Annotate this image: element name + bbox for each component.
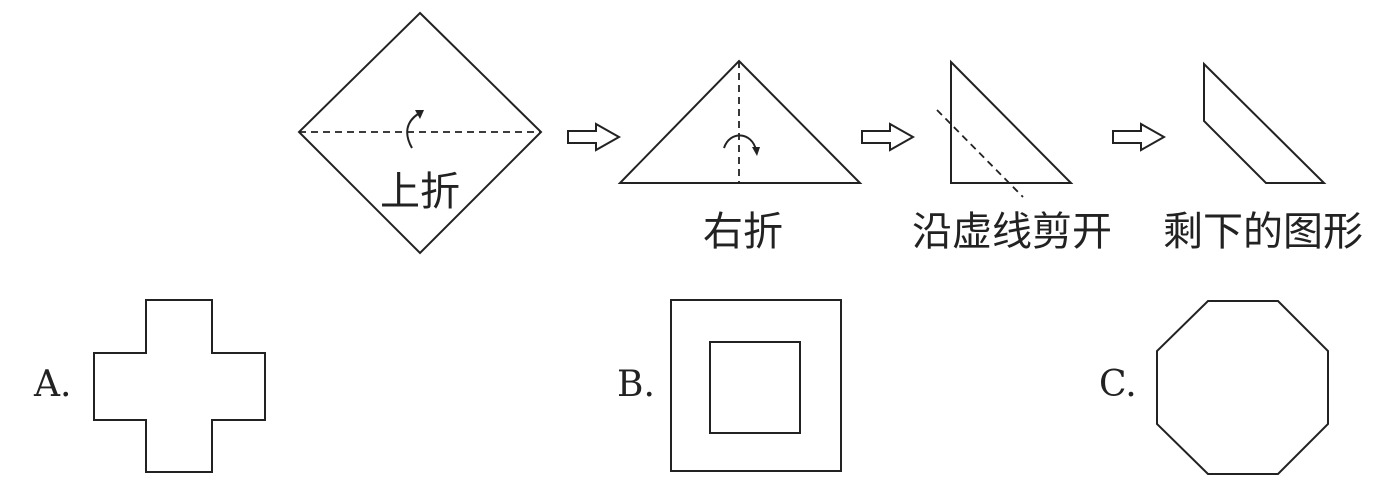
step-1-square-paper: 上折 bbox=[297, 11, 543, 255]
option-c: C. bbox=[1099, 300, 1329, 475]
option-a: A. bbox=[33, 299, 266, 473]
octagon-shape bbox=[1156, 300, 1329, 475]
square-paper-outline bbox=[297, 11, 543, 255]
inner-square bbox=[709, 341, 801, 434]
remaining-shape-outline bbox=[1203, 61, 1327, 184]
curved-fold-up-arrow-icon bbox=[406, 110, 424, 149]
option-a-letter: A. bbox=[33, 364, 71, 405]
cut-line-diagonal bbox=[936, 109, 1024, 198]
option-b: B. bbox=[617, 299, 842, 472]
cross-shape bbox=[93, 299, 266, 473]
hollow-right-arrow-icon bbox=[567, 122, 622, 152]
step-2-triangle: 右折 bbox=[617, 59, 863, 255]
right-triangle-outline bbox=[950, 59, 1074, 184]
step-1-label: 上折 bbox=[380, 169, 460, 215]
hollow-right-arrow-icon bbox=[861, 122, 916, 152]
step-2-label: 右折 bbox=[703, 209, 783, 255]
outer-square bbox=[670, 299, 842, 472]
step-4-label: 剩下的图形 bbox=[1163, 209, 1363, 255]
curved-fold-right-arrow-icon bbox=[723, 134, 760, 156]
triangle-outline bbox=[617, 59, 863, 184]
step-3-label: 沿虚线剪开 bbox=[912, 209, 1112, 255]
hollow-right-arrow-icon bbox=[1112, 122, 1167, 152]
step-4-remaining-shape: 剩下的图形 bbox=[1163, 61, 1363, 255]
step-3-right-triangle: 沿虚线剪开 bbox=[912, 59, 1112, 255]
option-c-letter: C. bbox=[1099, 364, 1137, 405]
option-b-letter: B. bbox=[617, 364, 655, 405]
